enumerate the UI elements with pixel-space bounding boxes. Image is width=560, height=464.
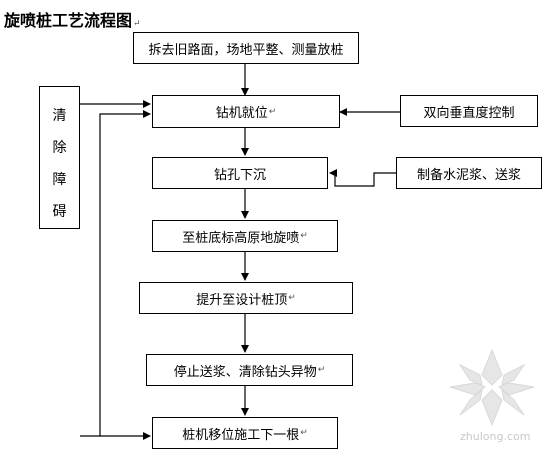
page-title: 旋喷桩工艺流程图↵ [4,11,141,30]
watermark-text: zhulong.com [460,430,531,443]
clear-char-4: 碍 [52,204,67,220]
clear-char-2: 除 [52,140,67,156]
step-1-box: 拆去旧路面，场地平整、测量放桩 [133,32,359,64]
step-7-box: 桩机移位施工下一根↵ [152,417,338,449]
clear-char-3: 障 [52,172,67,188]
step-5-box: 提升至设计桩顶↵ [139,282,353,314]
step-3-box: 钻孔下沉 [152,157,328,189]
step-2-box: 钻机就位↵ [152,95,340,128]
vertical-control-box: 双向垂直度控制 [400,95,538,127]
clear-obstacles-box: 清 除 障 碍 [39,86,80,229]
arrow-slurry [334,172,396,187]
step-6-box: 停止送浆、清除钻头异物↵ [146,354,353,386]
slurry-prep-box: 制备水泥浆、送浆 [396,157,542,189]
clear-char-1: 清 [52,108,67,124]
watermark-logo-icon [449,348,535,427]
step-4-box: 至桩底标高原地旋喷↵ [152,220,338,252]
loop-back-line [80,110,151,437]
